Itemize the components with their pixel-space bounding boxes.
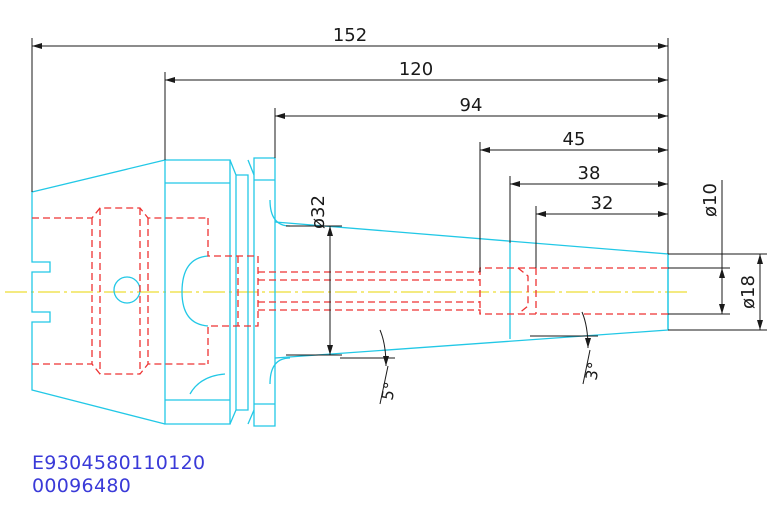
angle-label-3: 3° [582, 360, 604, 381]
gauge-collar [253, 157, 276, 427]
part-codes: E9304580110120 00096480 [32, 452, 205, 498]
dim-label-120: 120 [399, 59, 433, 80]
dim-label-d18: ø18 [738, 275, 759, 309]
angle-annotations: 5° 3° [340, 311, 604, 405]
v-groove [229, 159, 237, 425]
dim-label-d10: ø10 [700, 183, 721, 217]
neck-arc-bottom [269, 357, 291, 385]
drive-hole [113, 276, 141, 304]
angle-label-5: 5° [378, 380, 400, 401]
horizontal-dimensions: 152 120 94 45 38 32 [31, 25, 669, 272]
dim-label-32: 32 [591, 193, 614, 214]
dim-label-45: 45 [563, 129, 586, 150]
dim-label-d32: ø32 [308, 195, 329, 229]
pull-bore-arc [181, 255, 209, 327]
holder-outline [31, 157, 669, 427]
part-code-line-2: 00096480 [32, 475, 132, 497]
tapered-shank-outline [31, 159, 166, 425]
vertical-dimensions: ø32 ø10 ø18 [286, 180, 767, 356]
dim-label-152: 152 [333, 25, 367, 46]
part-code-line-1: E9304580110120 [32, 452, 206, 474]
dim-label-38: 38 [578, 163, 601, 184]
dim-label-94: 94 [460, 95, 483, 116]
taper-body-outline [274, 221, 669, 359]
hidden-lines [32, 207, 668, 375]
